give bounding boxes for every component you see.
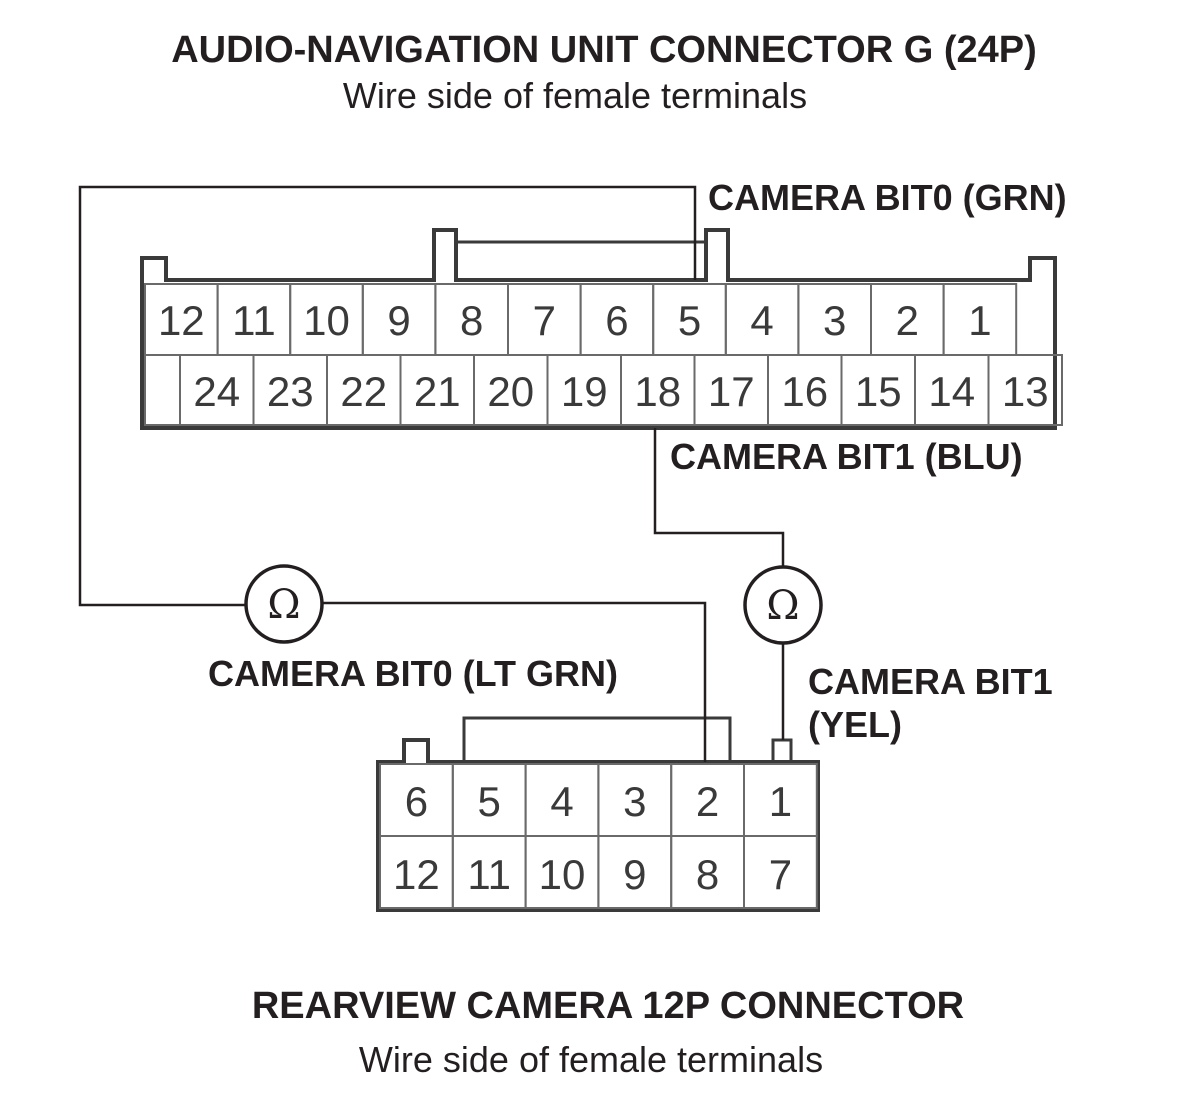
camera-connector-outline — [376, 738, 820, 912]
pin-label: 18 — [634, 368, 681, 415]
pin-label: 12 — [158, 297, 205, 344]
pin-label: 4 — [750, 297, 773, 344]
pin-label: 15 — [855, 368, 902, 415]
ohmmeter-bit1-circle — [743, 565, 823, 645]
pin-label: 22 — [340, 368, 387, 415]
label-camera-bit1-yel-color: (YEL) — [808, 704, 902, 745]
pin-label: 8 — [460, 297, 483, 344]
label-camera-bit1-yel: CAMERA BIT1 — [808, 661, 1053, 702]
pin-label: 5 — [478, 778, 501, 825]
pin-label: 8 — [696, 851, 719, 898]
connector-g-bottom-row: 24 23 22 21 20 19 18 17 16 15 14 13 — [193, 368, 1048, 415]
ohm-icon: Ω — [766, 583, 799, 629]
camera-connector-lock-bar — [462, 716, 732, 762]
pin-label: 6 — [605, 297, 628, 344]
ohmmeter-bit0: Ω — [244, 564, 324, 644]
label-camera-bit0-grn: CAMERA BIT0 (GRN) — [708, 177, 1067, 218]
ohmmeter-bit0-circle — [244, 564, 324, 644]
connector-g-outline — [140, 228, 1057, 430]
pin-label: 10 — [539, 851, 586, 898]
connector-g-subtitle: Wire side of female terminals — [343, 75, 807, 116]
pin-label: 7 — [769, 851, 792, 898]
pin-label: 2 — [896, 297, 919, 344]
pin-label: 9 — [623, 851, 646, 898]
blank-cell — [144, 354, 181, 426]
connector-g-title: AUDIO-NAVIGATION UNIT CONNECTOR G (24P) — [171, 29, 1037, 71]
ohm-icon: Ω — [267, 582, 300, 628]
pin-label: 11 — [232, 297, 276, 344]
pin-label: 9 — [387, 297, 410, 344]
pin-label: 1 — [968, 297, 991, 344]
wire-camera-bit1-blu — [653, 428, 785, 567]
connector-g-top-row: 12 11 10 9 8 7 6 5 4 3 2 1 — [158, 297, 992, 344]
label-camera-bit1-blu: CAMERA BIT1 (BLU) — [670, 436, 1023, 477]
pin-label: 14 — [928, 368, 975, 415]
pin-label: 4 — [550, 778, 573, 825]
pin-label: 19 — [561, 368, 608, 415]
pin-label: 3 — [623, 778, 646, 825]
pin-label: 17 — [708, 368, 755, 415]
label-camera-bit0-ltgrn: CAMERA BIT0 (LT GRN) — [208, 653, 618, 694]
camera-connector-tab — [771, 738, 793, 764]
wire-camera-bit0-grn — [78, 185, 697, 607]
ohmmeter-bit1: Ω — [743, 565, 823, 645]
pin-label: 2 — [696, 778, 719, 825]
pin-label: 11 — [467, 851, 511, 898]
pin-cell — [743, 835, 818, 909]
pin-label: 23 — [267, 368, 314, 415]
camera-connector-title: REARVIEW CAMERA 12P CONNECTOR — [252, 985, 964, 1027]
pin-label: 24 — [193, 368, 240, 415]
pin-label: 16 — [781, 368, 828, 415]
camera-connector-bottom-row: 12 11 10 9 8 7 — [393, 851, 792, 898]
pin-label: 5 — [678, 297, 701, 344]
pin-label: 20 — [487, 368, 534, 415]
camera-connector-subtitle: Wire side of female terminals — [359, 1039, 823, 1080]
pin-label: 13 — [1002, 368, 1049, 415]
pin-label: 6 — [405, 778, 428, 825]
pin-cell — [987, 354, 1063, 426]
camera-connector: 6 5 4 3 2 1 12 11 10 9 8 7 — [376, 716, 820, 912]
pin-label: 1 — [769, 778, 792, 825]
pin-label: 21 — [414, 368, 461, 415]
pin-label: 12 — [393, 851, 440, 898]
pin-label: 10 — [303, 297, 350, 344]
camera-connector-top-row: 6 5 4 3 2 1 — [405, 778, 792, 825]
pin-label: 3 — [823, 297, 846, 344]
wire-camera-bit0-ltgrn — [322, 601, 707, 762]
pin-label: 7 — [533, 297, 556, 344]
